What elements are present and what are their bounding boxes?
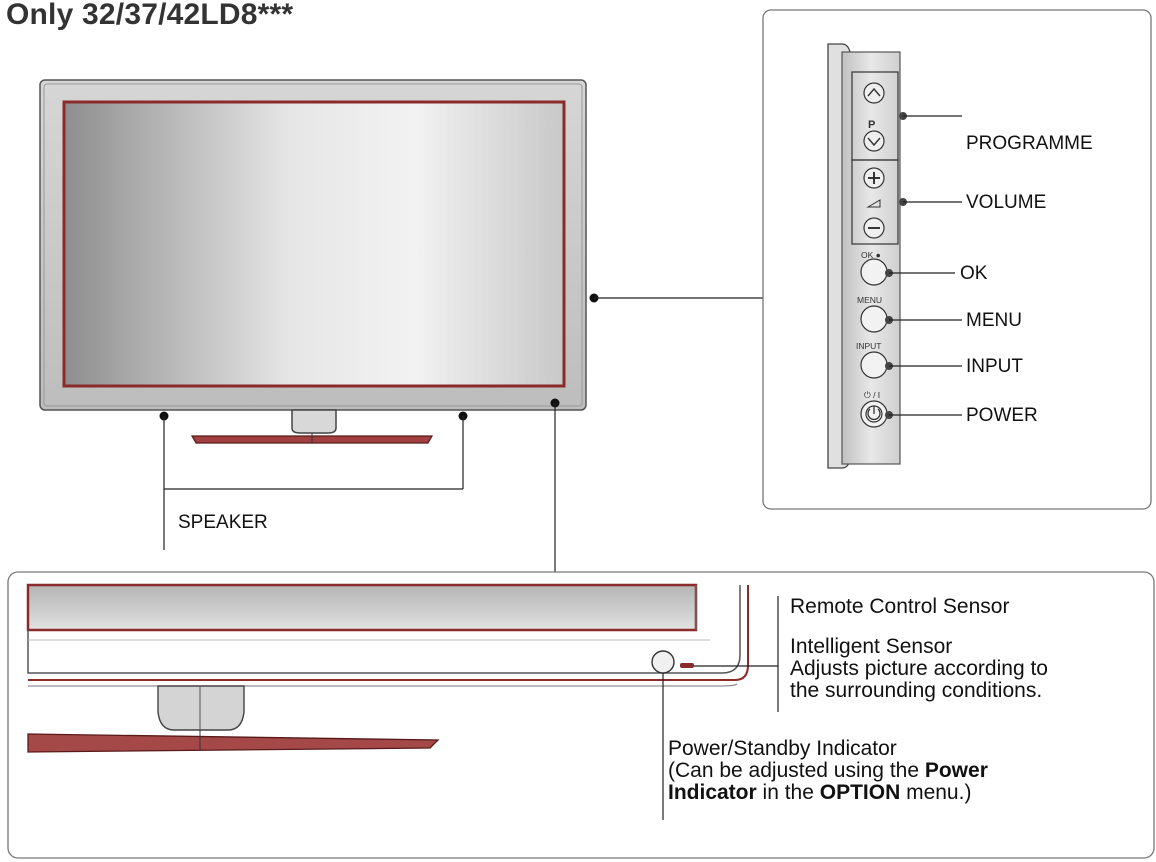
programme-p-mark: P xyxy=(868,119,876,131)
menu-small-mark: MENU xyxy=(857,295,883,305)
standby-desc-suffix: menu.) xyxy=(900,781,972,804)
tv-front-view xyxy=(39,79,587,444)
input-small-mark: INPUT xyxy=(856,341,882,351)
side-button-leaders xyxy=(885,112,962,419)
menu-label: MENU xyxy=(966,310,1022,331)
standby-desc-prefix: (Can be adjusted using the xyxy=(668,759,925,782)
programme-label: PROGRAMME xyxy=(966,133,1093,154)
tv-side-profile xyxy=(827,43,901,469)
intelligent-sensor-title: Intelligent Sensor xyxy=(790,635,953,658)
tv-bottom-detail xyxy=(26,583,749,753)
standby-desc-power: Power xyxy=(924,759,988,782)
ok-small-mark: OK ● xyxy=(861,250,881,260)
side-buttons-callout xyxy=(589,293,764,303)
detail-box xyxy=(7,571,1155,859)
standby-indicator-desc-2: Indicator in the OPTION menu.) xyxy=(668,782,971,804)
speaker-label: SPEAKER xyxy=(178,512,268,533)
power-small-mark: ⏻ / I xyxy=(864,390,881,400)
standby-desc-option: OPTION xyxy=(819,781,901,804)
side-panel-box xyxy=(762,9,1152,510)
standby-desc-mid: in the xyxy=(756,781,820,804)
power-label: POWER xyxy=(966,405,1038,426)
standby-indicator-desc-1: (Can be adjusted using the Power xyxy=(668,760,988,782)
remote-sensor-label: Remote Control Sensor xyxy=(790,595,1010,618)
standby-indicator-title: Power/Standby Indicator xyxy=(668,737,897,760)
input-label: INPUT xyxy=(966,356,1023,377)
volume-label: VOLUME xyxy=(966,192,1047,213)
ok-label: OK xyxy=(960,263,988,284)
sensor-callout xyxy=(550,398,560,572)
intelligent-sensor-desc-2: the surrounding conditions. xyxy=(790,679,1043,702)
standby-desc-indicator: Indicator xyxy=(668,781,757,804)
detail-leaders xyxy=(662,596,779,820)
page-title: Only 32/37/42LD8*** xyxy=(6,0,294,31)
intelligent-sensor-desc-1: Adjusts picture according to xyxy=(790,657,1048,680)
speaker-callout xyxy=(159,411,468,550)
